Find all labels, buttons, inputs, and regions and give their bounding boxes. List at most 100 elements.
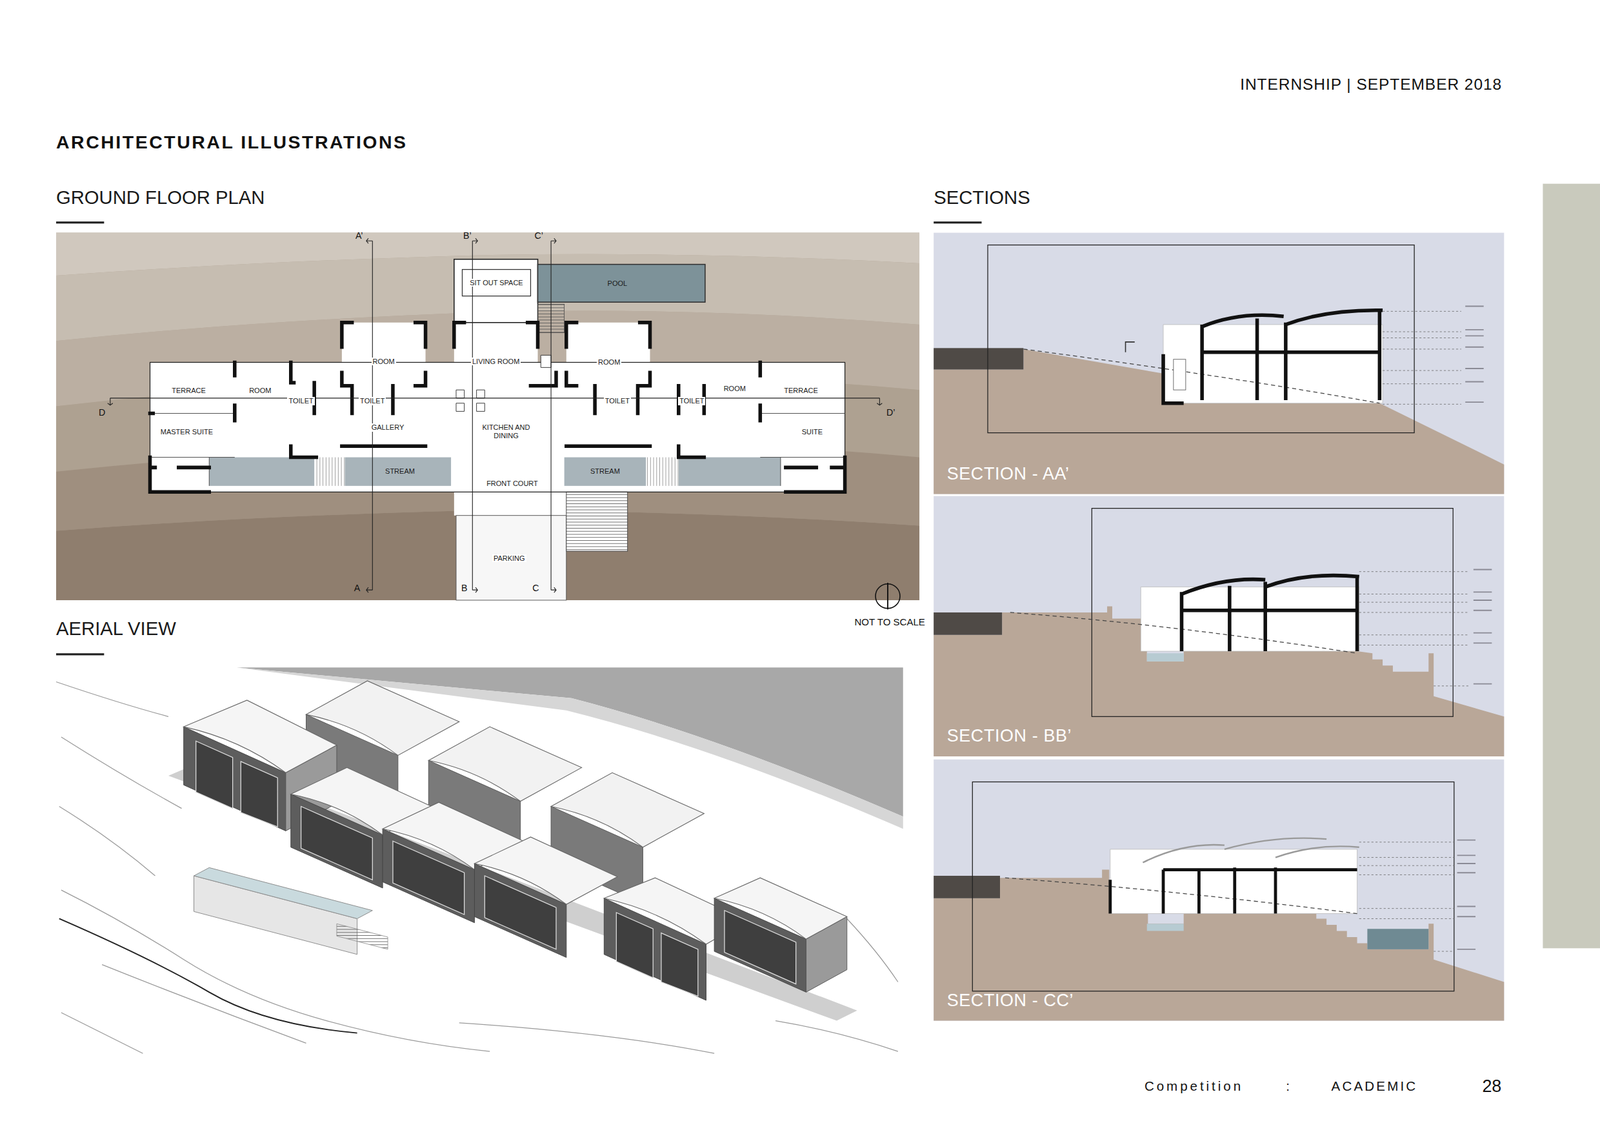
room-box: ROOM bbox=[341, 347, 426, 376]
room-name: TERRACE bbox=[782, 386, 820, 395]
room-name: GALLERY bbox=[370, 423, 406, 432]
room-name: ROOM bbox=[371, 357, 397, 366]
partition-line bbox=[150, 413, 846, 486]
room-name: ROOM bbox=[596, 358, 622, 367]
footer-text: Competition bbox=[1144, 1078, 1244, 1094]
sections-panel: SECTIONSSECTION - AA’SECTION - BB’SECTIO… bbox=[933, 232, 1504, 1021]
room-name: PARKING bbox=[492, 554, 527, 563]
section-panel: SECTION - AA’ bbox=[933, 232, 1504, 495]
section-frame bbox=[987, 245, 1415, 433]
room-box: TOILET bbox=[676, 391, 708, 410]
pool-box: POOL bbox=[571, 269, 664, 298]
stream-water bbox=[209, 457, 315, 486]
room-name: POOL bbox=[606, 279, 630, 288]
section-sky bbox=[933, 496, 1504, 757]
road-plinth bbox=[933, 612, 1002, 635]
contour-line bbox=[56, 681, 899, 1054]
room-name: SUITE bbox=[800, 427, 824, 437]
contour-band bbox=[56, 510, 920, 600]
cut-marker: A’ bbox=[355, 230, 364, 241]
front-module bbox=[714, 877, 848, 992]
module-roof bbox=[183, 700, 337, 773]
page-number: 28 bbox=[1481, 1075, 1502, 1096]
room-name: TOILET bbox=[358, 396, 386, 406]
section-aa-drawing bbox=[933, 232, 1504, 495]
section-sky bbox=[933, 232, 1504, 495]
room-name: TOILET bbox=[287, 396, 315, 406]
natural-ground-line bbox=[1010, 612, 1358, 653]
cut-marker: D bbox=[98, 407, 106, 418]
building-section bbox=[1163, 324, 1383, 404]
plan-panel: GROUND FLOOR PLANSIT OUT SPACEPOOLROOMLI… bbox=[56, 232, 920, 600]
structure-cut bbox=[1181, 575, 1360, 651]
section-frame bbox=[1091, 508, 1453, 717]
panel-heading: AERIAL VIEW bbox=[56, 617, 177, 640]
front-module bbox=[474, 836, 617, 958]
room-name: LIVING ROOM bbox=[470, 357, 521, 366]
pool-steps bbox=[336, 923, 388, 950]
module-roof bbox=[428, 726, 582, 801]
level-tag bbox=[1457, 840, 1476, 950]
north-symbol bbox=[887, 582, 889, 610]
water bbox=[1147, 923, 1184, 931]
stream-box: STREAM bbox=[349, 461, 451, 482]
aerial-drawing bbox=[56, 667, 904, 1053]
room-box: LIVING ROOM bbox=[454, 347, 539, 376]
room-box: TOILET bbox=[354, 391, 390, 410]
kitchen-fixture bbox=[456, 354, 551, 411]
section-label: SECTION - CC’ bbox=[947, 990, 1074, 1011]
room-name: ROOM bbox=[247, 386, 273, 395]
pool-water bbox=[194, 867, 373, 919]
steps bbox=[645, 457, 679, 486]
room-name: STREAM bbox=[383, 467, 417, 476]
floor-area bbox=[150, 322, 846, 516]
steps bbox=[314, 457, 345, 486]
cut-marker: C bbox=[532, 582, 539, 593]
stream-water bbox=[345, 457, 451, 486]
room-box: PARKING bbox=[461, 547, 558, 569]
cut-marker: B bbox=[461, 582, 468, 593]
cut-marker: B’ bbox=[463, 230, 472, 241]
stair-landing bbox=[566, 491, 628, 551]
level-line bbox=[1382, 310, 1462, 404]
stream-box: STREAM bbox=[567, 461, 643, 482]
section-label: SECTION - AA’ bbox=[947, 463, 1070, 484]
stream-water bbox=[564, 457, 647, 486]
building-section bbox=[1140, 586, 1359, 651]
room-box: SIT OUT SPACE bbox=[461, 269, 531, 297]
section-cut-line bbox=[110, 240, 880, 590]
heading-underline bbox=[56, 652, 104, 655]
fixture bbox=[1173, 359, 1186, 390]
pool-water bbox=[538, 264, 706, 303]
stream-water bbox=[678, 457, 781, 486]
section-bb-drawing bbox=[933, 496, 1504, 757]
roof-elevation bbox=[1142, 838, 1359, 863]
floor-plan-drawing bbox=[56, 232, 920, 610]
wall bbox=[150, 322, 846, 493]
room-name: FRONT COURT bbox=[485, 479, 540, 488]
stair bbox=[566, 491, 628, 551]
water bbox=[1147, 652, 1184, 662]
room-name: SIT OUT SPACE bbox=[468, 278, 525, 288]
cut-marker: C’ bbox=[534, 230, 543, 241]
sit-out-deck bbox=[454, 259, 539, 323]
section-label: SECTION - BB’ bbox=[947, 725, 1072, 746]
level-tag bbox=[1465, 305, 1484, 402]
road-plinth bbox=[933, 347, 1024, 370]
level-line bbox=[1359, 841, 1455, 951]
section-sky bbox=[933, 759, 1504, 1021]
room-box: KITCHEN AND DINING bbox=[475, 418, 537, 445]
section-cc-drawing bbox=[933, 759, 1504, 1021]
module-roof bbox=[550, 772, 704, 847]
module-roof bbox=[474, 836, 617, 904]
level-tag bbox=[1473, 569, 1492, 684]
room-box: TOILET bbox=[598, 391, 636, 410]
cut-marker: A bbox=[354, 582, 360, 593]
page-title: ARCHITECTURAL ILLUSTRATIONS bbox=[56, 130, 408, 153]
header-text: INTERNSHIP | SEPTEMBER 2018 bbox=[1240, 75, 1502, 94]
room-box: FRONT COURT bbox=[461, 473, 564, 495]
room-name: STREAM bbox=[589, 467, 622, 476]
heading-underline bbox=[933, 221, 982, 224]
